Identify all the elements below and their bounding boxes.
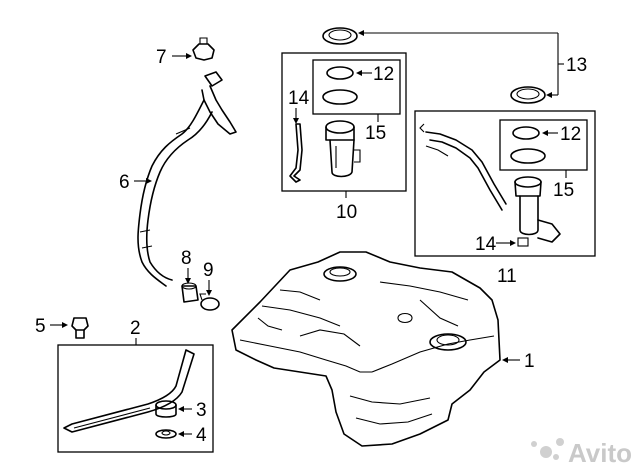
clamp (199, 293, 220, 311)
label-12-right: 12 (560, 124, 581, 145)
filler-pipe (137, 71, 237, 287)
label-13-group: 13 (358, 30, 587, 98)
lock-ring-right (510, 86, 546, 104)
label-14-right: 14 (475, 234, 497, 255)
label-5: 5 (35, 316, 46, 337)
fuel-tank (231, 251, 501, 447)
watermark-text: Avito (568, 438, 632, 468)
label-15-left: 15 (365, 123, 386, 144)
label-6-group: 6 (119, 172, 152, 193)
pump-box-left: 12 15 14 (281, 52, 407, 198)
label-13: 13 (566, 55, 587, 76)
label-15-right: 15 (553, 180, 574, 201)
label-7: 7 (156, 47, 167, 68)
label-6: 6 (119, 172, 130, 193)
avito-watermark: Avito (531, 438, 632, 468)
label-12-left: 12 (373, 64, 394, 85)
label-11: 11 (497, 266, 517, 287)
bolt (71, 317, 89, 339)
label-8: 8 (181, 248, 192, 269)
label-3: 3 (196, 400, 207, 421)
label-3-group: 3 (178, 400, 207, 421)
label-10: 10 (336, 202, 357, 223)
label-5-group: 5 (35, 316, 68, 337)
label-4: 4 (196, 425, 207, 446)
lock-ring-top (322, 27, 358, 45)
strap-box (57, 338, 214, 453)
label-2: 2 (130, 318, 141, 339)
hose (181, 282, 199, 303)
label-9: 9 (203, 260, 214, 281)
label-1: 1 (524, 351, 535, 372)
fuel-cap (192, 37, 215, 61)
label-14-left: 14 (288, 88, 310, 109)
pump-box-right: 12 15 14 (414, 110, 596, 257)
insulator (155, 400, 177, 418)
label-1-group: 1 (502, 351, 535, 372)
washer (155, 429, 177, 439)
label-8-group: 8 (181, 248, 192, 284)
label-9-group: 9 (203, 260, 214, 296)
label-4-group: 4 (178, 425, 207, 446)
label-7-group: 7 (156, 47, 192, 68)
